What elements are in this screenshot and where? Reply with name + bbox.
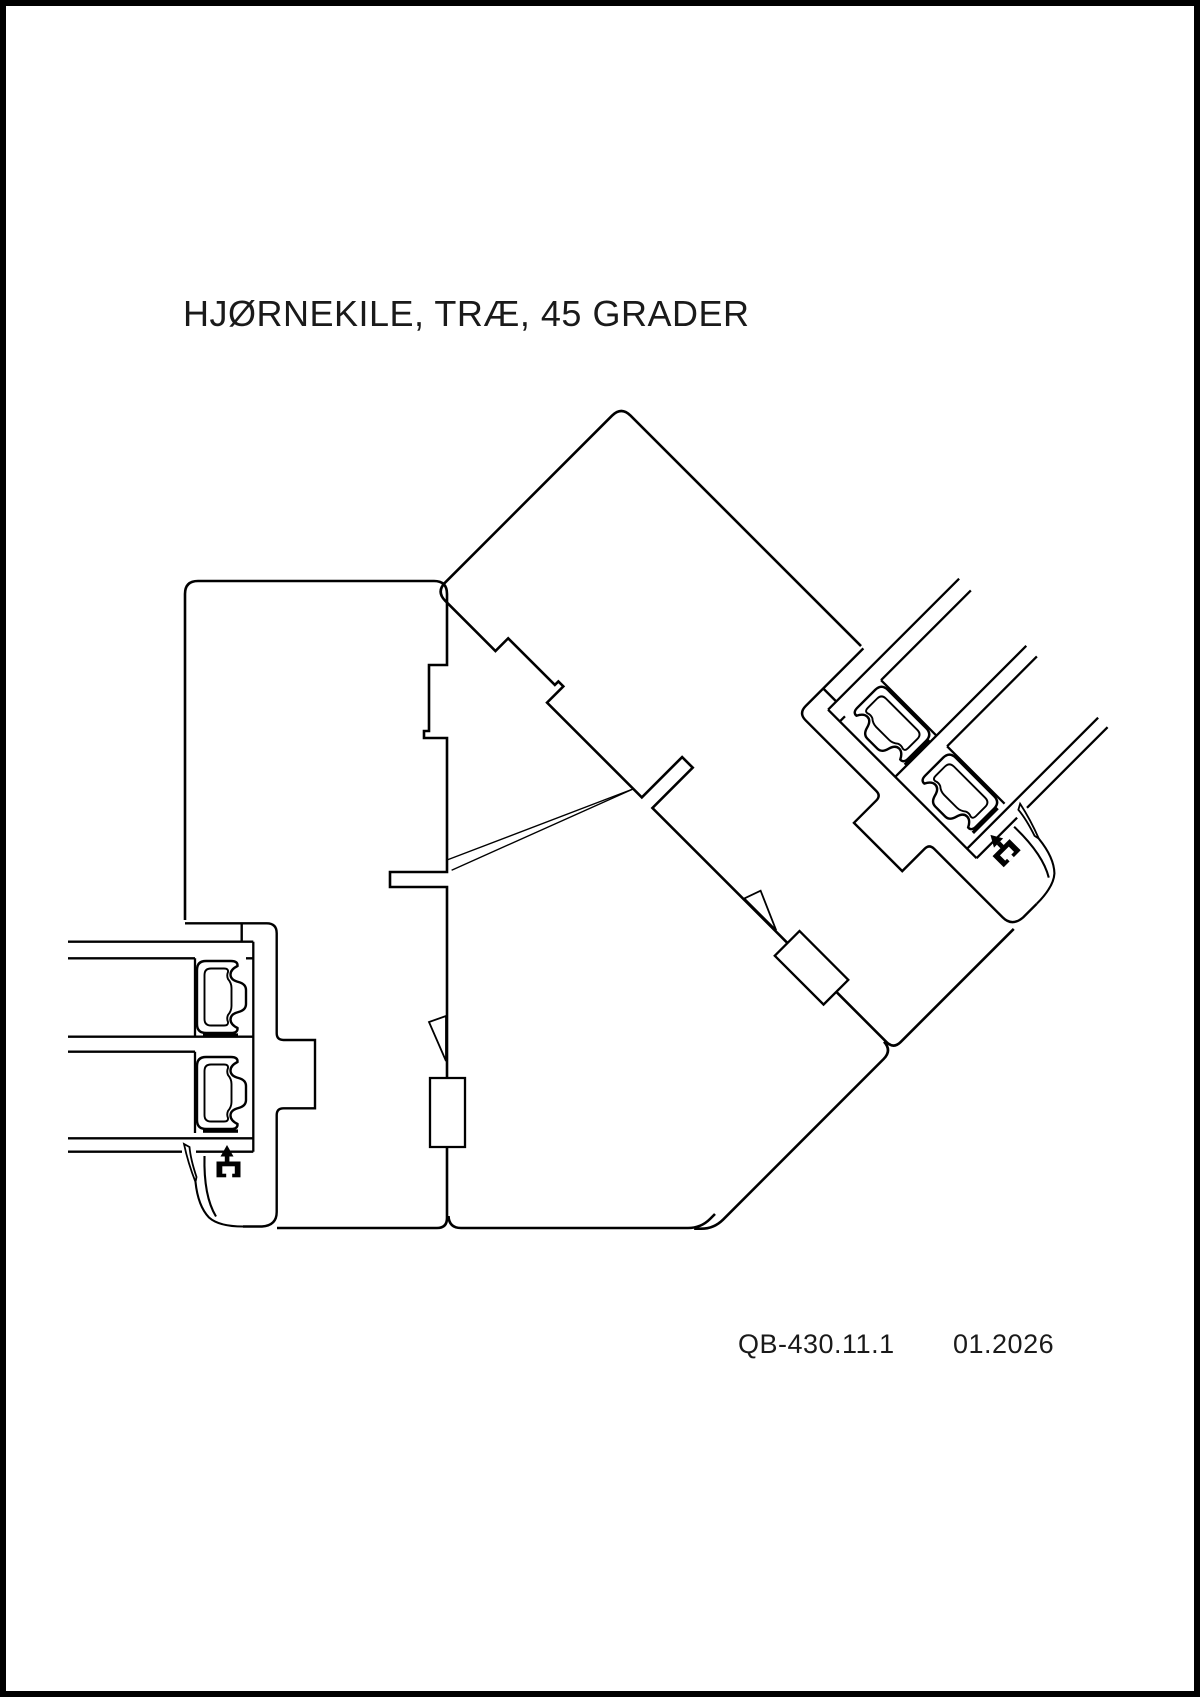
vertical-frame-section bbox=[68, 581, 715, 1228]
revision-date: 01.2026 bbox=[953, 1329, 1054, 1359]
diagonal-frame-section bbox=[247, 324, 1162, 1239]
doc-number: QB-430.11.1 bbox=[738, 1329, 895, 1359]
page-title: HJØRNEKILE, TRÆ, 45 GRADER bbox=[183, 293, 749, 334]
